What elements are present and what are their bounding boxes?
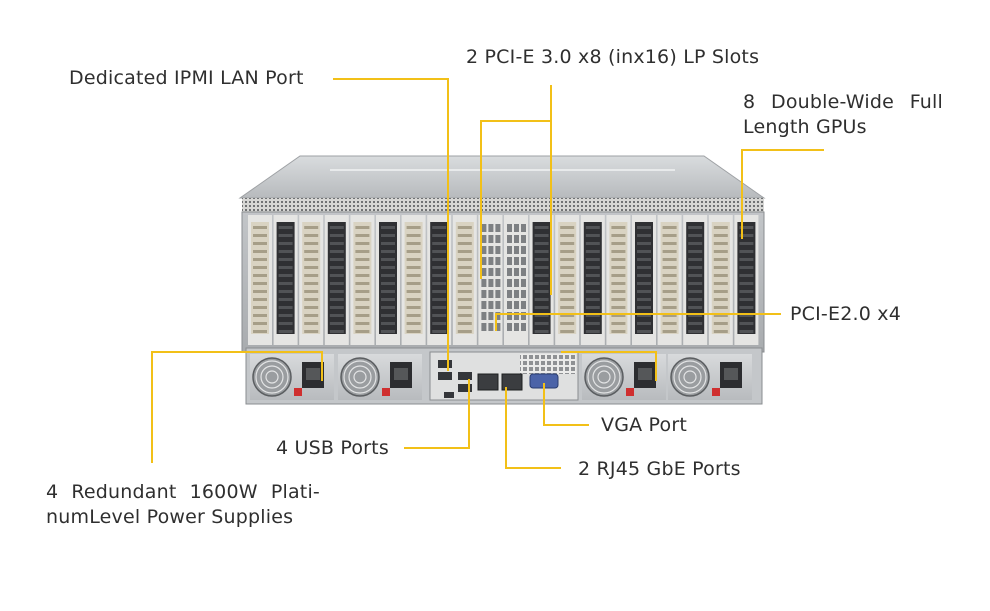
top-vent-strip	[242, 198, 764, 212]
leader-rj45	[505, 387, 561, 469]
label-ipmi: Dedicated IPMI LAN Port	[69, 67, 304, 89]
label-gpus-line2: Length GPUs	[743, 116, 867, 138]
usb-port-icon	[458, 372, 472, 380]
label-power-supplies-line2: numLevel Power Supplies	[46, 506, 294, 528]
low-profile-slot	[478, 215, 503, 345]
leader-psu-left	[151, 351, 323, 463]
label-usb-ports: 4 USB Ports	[276, 437, 389, 459]
usb-port-icon	[438, 360, 452, 368]
leader-usb	[404, 379, 470, 449]
power-supply-group	[250, 354, 752, 400]
gpu-bracket	[452, 215, 477, 345]
leader-ipmi	[333, 78, 449, 371]
gpu-bracket	[401, 215, 426, 345]
leader-gpus	[741, 149, 824, 239]
gpu-slot-group	[248, 215, 759, 345]
gpu-bracket	[376, 215, 400, 345]
gpu-bracket	[632, 215, 656, 345]
low-profile-slot	[504, 215, 528, 345]
gpu-bracket	[350, 215, 375, 345]
gpu-bracket	[555, 215, 580, 345]
io-panel-grid	[520, 354, 576, 374]
label-pcie2-x4: PCI-E2.0 x4	[790, 303, 901, 325]
gpu-bracket	[324, 215, 349, 345]
gpu-bracket	[299, 215, 324, 345]
gpu-bracket	[529, 215, 554, 345]
fan-icon	[252, 357, 292, 397]
power-supply-unit	[668, 354, 752, 400]
usb-port-icon	[438, 372, 452, 380]
gpu-bracket	[580, 215, 605, 345]
gpu-bracket	[606, 215, 631, 345]
power-supply-unit	[582, 354, 666, 400]
usb-port-icon	[458, 384, 472, 392]
rj45-port-icon	[477, 373, 499, 391]
gpu-bracket	[708, 215, 733, 345]
gpu-bracket	[248, 215, 272, 345]
leader-vga	[543, 383, 589, 426]
label-vga-port: VGA Port	[601, 414, 688, 436]
gpu-bracket	[657, 215, 682, 345]
rj45-port-icon	[501, 373, 523, 391]
power-supply-unit	[338, 354, 422, 400]
label-pcie-lp-slots: 2 PCI-E 3.0 x8 (inx16) LP Slots	[466, 46, 760, 68]
leader-pcie2	[495, 313, 781, 331]
leader-psu-right	[561, 351, 657, 381]
label-rj45-ports: 2 RJ45 GbE Ports	[578, 458, 741, 480]
gpu-bracket	[683, 215, 708, 345]
gpu-bracket	[734, 215, 759, 345]
gpu-bracket	[273, 215, 298, 345]
power-supply-unit	[250, 354, 334, 400]
fan-icon	[340, 357, 380, 397]
fan-icon	[584, 357, 624, 397]
fan-icon	[670, 357, 710, 397]
